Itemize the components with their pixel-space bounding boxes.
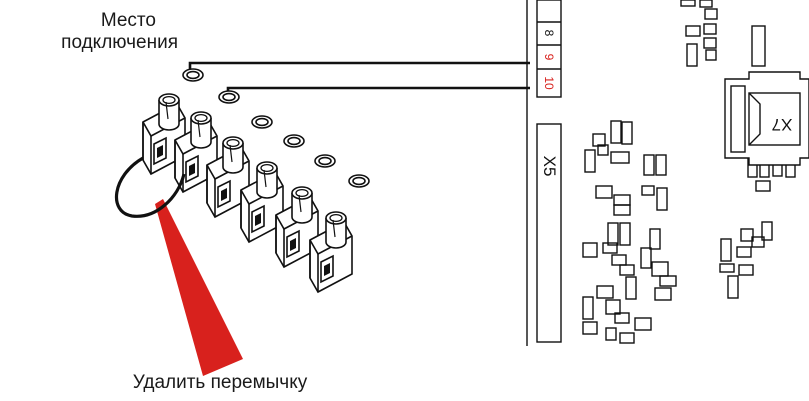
connector-x5-label: X5 bbox=[540, 156, 559, 177]
pcb-board bbox=[526, 0, 809, 346]
connection-point-label-line1: Место bbox=[100, 10, 156, 31]
terminal-block bbox=[142, 68, 370, 293]
pin-10-label: 10 bbox=[542, 76, 556, 90]
smd-components bbox=[582, 0, 796, 344]
component-x7 bbox=[724, 71, 809, 166]
remove-jumper-arrow bbox=[155, 199, 243, 376]
jumper-wire bbox=[114, 156, 186, 218]
remove-jumper-label: Удалить перемычку bbox=[132, 372, 308, 393]
pin-9-label: 9 bbox=[542, 54, 556, 61]
connection-point-label: Место подключения bbox=[2, 10, 178, 54]
connection-wires bbox=[188, 61, 530, 98]
component-x7-label: X7 bbox=[772, 115, 793, 134]
pin-8-label: 8 bbox=[542, 30, 556, 37]
connection-point-label-line2: подключения bbox=[61, 32, 178, 53]
connector-x5-pins: 8 9 10 bbox=[542, 30, 556, 90]
